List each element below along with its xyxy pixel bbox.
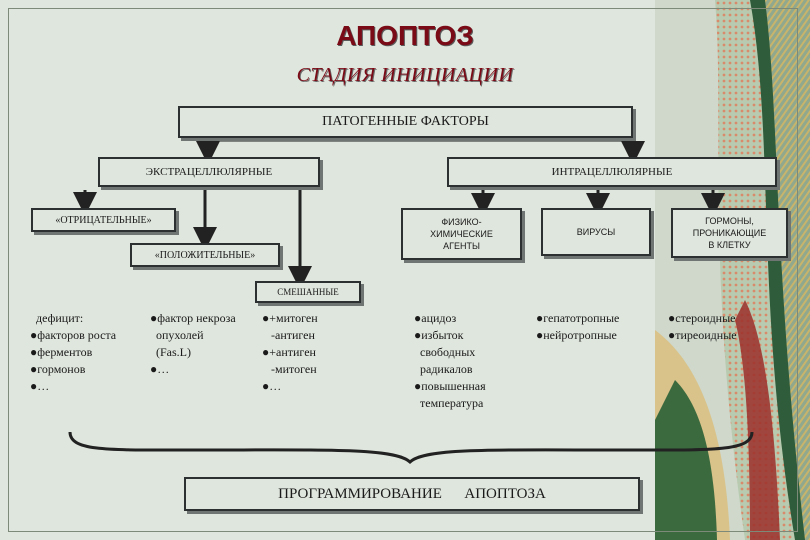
intracellular-label: ИНТРАЦЕЛЛЮЛЯРНЫЕ [551, 166, 673, 178]
decorative-fabric-panel [655, 0, 810, 540]
extracellular-box: ЭКСТРАЦЕЛЛЮЛЯРНЫЕ [98, 157, 320, 187]
viruses-list: ●гепатотропные ●нейротропные [536, 311, 620, 342]
grouping-brace [68, 431, 754, 465]
tnf-list: ●фактор некроза опухолей (Fas.L) ●… [150, 311, 236, 376]
hormones-label: ГОРМОНЫ, ПРОНИКАЮЩИЕ В КЛЕТКУ [692, 216, 767, 250]
pathogenic-factors-label: ПАТОГЕННЫЕ ФАКТОРЫ [322, 114, 489, 129]
physchem-list: ●ацидоз ●избыток свободных радикалов ●по… [414, 311, 486, 410]
extracellular-label: ЭКСТРАЦЕЛЛЮЛЯРНЫЕ [145, 166, 273, 178]
slide-subtitle: СТАДИЯ ИНИЦИАЦИИ [296, 64, 514, 86]
intracellular-box: ИНТРАЦЕЛЛЮЛЯРНЫЕ [447, 157, 777, 187]
positive-factors-label: «ПОЛОЖИТЕЛЬНЫЕ» [154, 249, 256, 261]
positive-factors-box: «ПОЛОЖИТЕЛЬНЫЕ» [130, 243, 280, 267]
slide-title: АПОПТОЗ [336, 20, 474, 51]
physchem-agents-box: ФИЗИКО- ХИМИЧЕСКИЕ АГЕНТЫ [401, 208, 522, 260]
viruses-box: ВИРУСЫ [541, 208, 651, 256]
negative-factors-box: «ОТРИЦАТЕЛЬНЫЕ» [31, 208, 176, 232]
mixed-factors-box: СМЕШАННЫЕ [255, 281, 361, 303]
pathogenic-factors-box: ПАТОГЕННЫЕ ФАКТОРЫ [178, 106, 633, 138]
physchem-agents-label: ФИЗИКО- ХИМИЧЕСКИЕ АГЕНТЫ [430, 217, 493, 251]
mixed-factors-label: СМЕШАННЫЕ [277, 287, 339, 297]
apoptosis-programming-label: ПРОГРАММИРОВАНИЕ АПОПТОЗА [278, 485, 546, 502]
deficit-list: дефицит: ●факторов роста ●ферментов ●гор… [30, 311, 117, 393]
hormones-box: ГОРМОНЫ, ПРОНИКАЮЩИЕ В КЛЕТКУ [671, 208, 788, 258]
hormones-list: ●стероидные ●тиреоидные [668, 311, 737, 342]
mitogen-antigen-list: ●+митоген -антиген ●+антиген -митоген ●… [262, 311, 318, 393]
apoptosis-programming-box: ПРОГРАММИРОВАНИЕ АПОПТОЗА [184, 477, 640, 511]
viruses-label: ВИРУСЫ [576, 227, 616, 237]
negative-factors-label: «ОТРИЦАТЕЛЬНЫЕ» [55, 214, 152, 226]
